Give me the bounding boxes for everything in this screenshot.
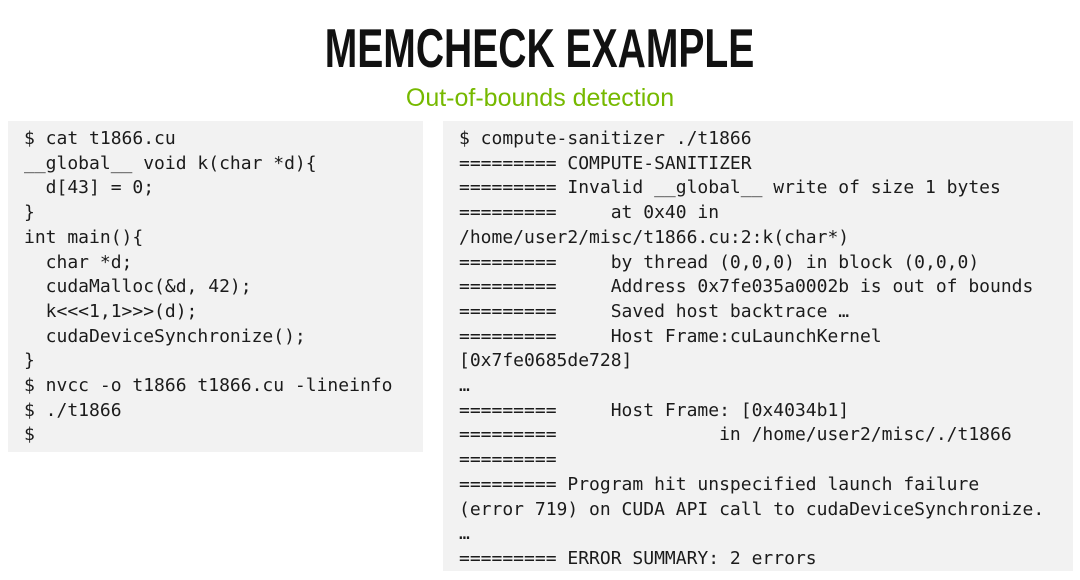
- sanitizer-output-block: $ compute-sanitizer ./t1866 ========= CO…: [459, 128, 1045, 569]
- sanitizer-output-panel: $ compute-sanitizer ./t1866 ========= CO…: [443, 121, 1073, 571]
- page-title-text: MEMCHECK EXAMPLE: [325, 17, 755, 79]
- source-code-block: $ cat t1866.cu __global__ void k(char *d…: [24, 128, 393, 446]
- source-code-panel: $ cat t1866.cu __global__ void k(char *d…: [8, 121, 423, 452]
- page-title: MEMCHECK EXAMPLE: [0, 12, 1080, 84]
- page-subtitle: Out-of-bounds detection: [405, 84, 675, 112]
